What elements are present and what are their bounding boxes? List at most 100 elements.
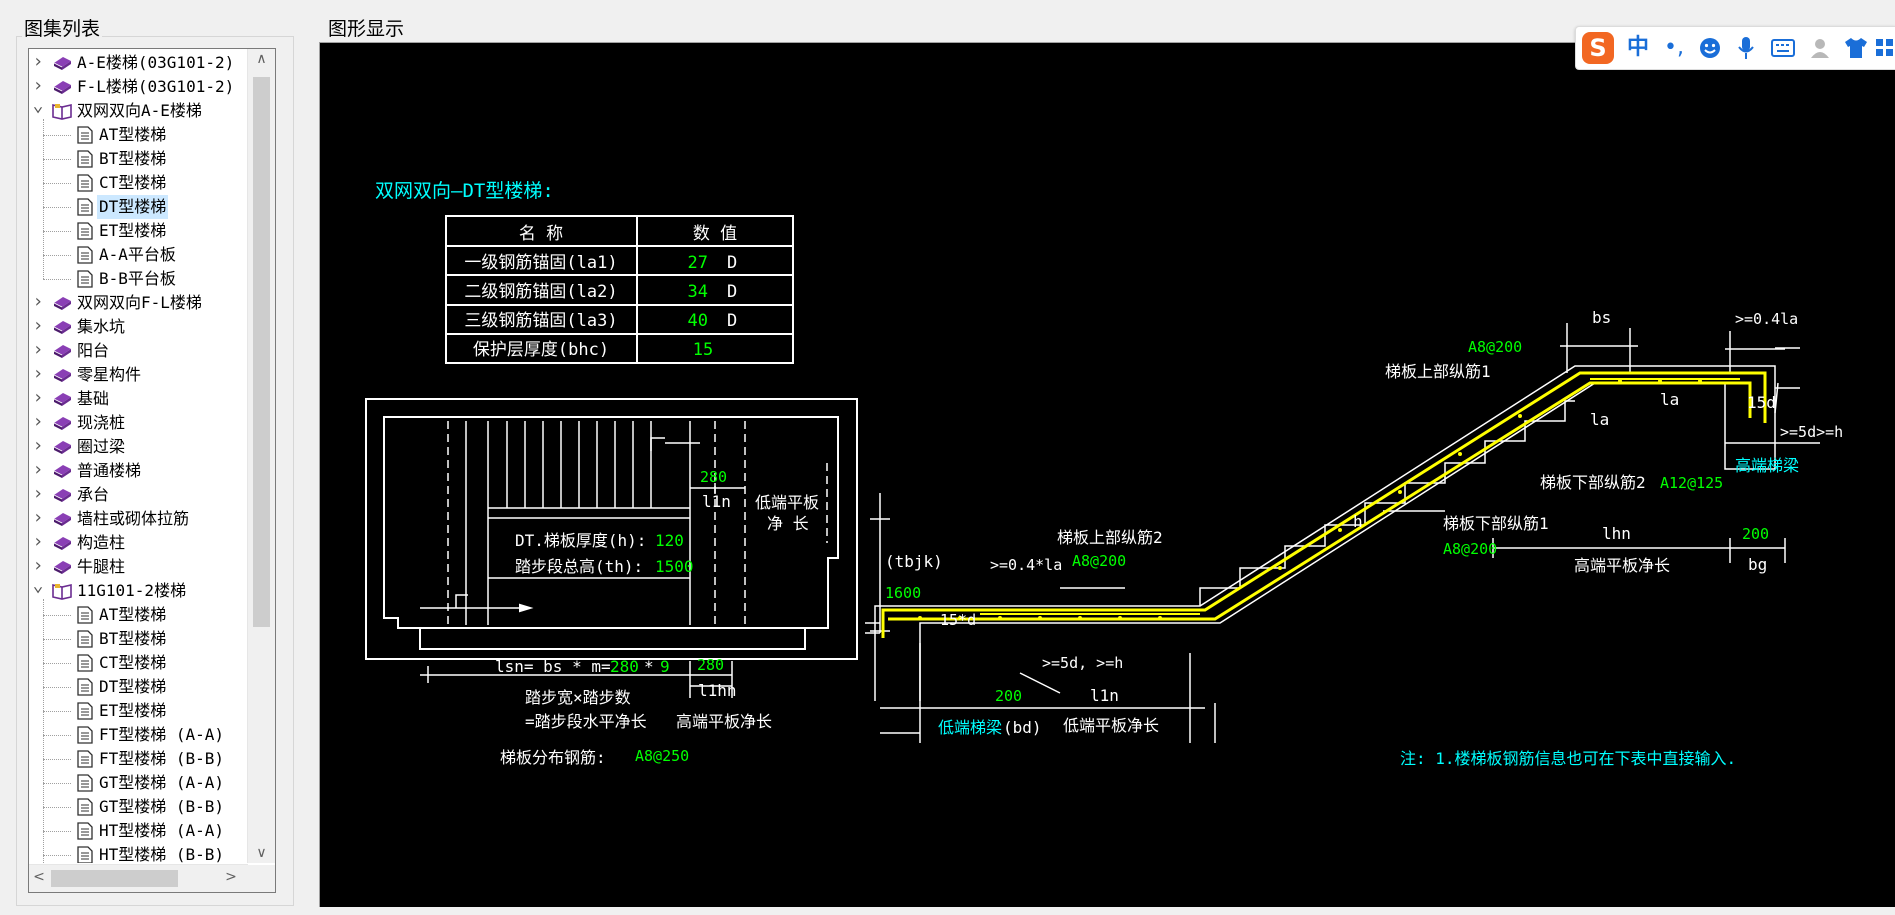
tree-node-folder[interactable]: ⌄双网双向A-E楼梯: [29, 95, 247, 123]
expand-chevron-icon[interactable]: ›: [32, 459, 44, 480]
tree-node-item[interactable]: A-A平台板: [29, 243, 247, 267]
tree-node-folder[interactable]: ›零星构件: [29, 363, 247, 387]
tree-node-item[interactable]: HT型楼梯 (A-A): [29, 819, 247, 843]
tree-horizontal-scrollbar[interactable]: < >: [29, 864, 248, 892]
tree-node-folder[interactable]: ›墙柱或砌体拉筋: [29, 507, 247, 531]
tree-vertical-scrollbar[interactable]: ∧ ∨: [247, 49, 275, 863]
input-language-toggle[interactable]: 中: [1626, 35, 1649, 60]
document-icon: [77, 678, 93, 703]
table-row-value[interactable]: 15: [693, 340, 713, 360]
tree-connector: [43, 687, 71, 688]
tree-node-item[interactable]: AT型楼梯: [29, 123, 247, 147]
plan-dim-280b: 280: [697, 656, 724, 674]
expand-chevron-icon[interactable]: ›: [32, 387, 44, 408]
user-account-icon[interactable]: [1802, 27, 1838, 69]
tree-node-item[interactable]: HT型楼梯 (B-B): [29, 843, 247, 863]
tree-node-item[interactable]: GT型楼梯 (A-A): [29, 771, 247, 795]
top-rebar-2-value[interactable]: A8@200: [1072, 552, 1126, 570]
tree-node-item[interactable]: ET型楼梯: [29, 699, 247, 723]
distribution-rebar-value[interactable]: A8@250: [635, 747, 689, 765]
tree-node-item[interactable]: DT型楼梯: [29, 675, 247, 699]
table-row-value[interactable]: 40: [688, 311, 708, 331]
tree-node-item[interactable]: CT型楼梯: [29, 171, 247, 195]
section-bg: bg: [1748, 555, 1767, 574]
tree-node-folder[interactable]: ›普通楼梯: [29, 459, 247, 483]
tree-node-item[interactable]: B-B平台板: [29, 267, 247, 291]
keyboard-icon[interactable]: [1764, 27, 1802, 69]
scrollbar-corner: [248, 865, 275, 892]
tree-node-folder[interactable]: ›基础: [29, 387, 247, 411]
skin-shirt-icon[interactable]: [1838, 27, 1874, 69]
expand-chevron-icon[interactable]: ›: [32, 435, 44, 456]
expand-chevron-icon[interactable]: ›: [32, 531, 44, 552]
plan-caption-1: 踏步宽×踏步数: [525, 688, 631, 707]
expand-chevron-icon[interactable]: ›: [32, 51, 44, 72]
tree-connector: [43, 711, 71, 712]
scroll-down-arrow-icon[interactable]: ∨: [256, 845, 267, 861]
thickness-value[interactable]: 120: [655, 531, 684, 550]
expand-chevron-icon[interactable]: ›: [32, 483, 44, 504]
tree-node-folder[interactable]: ›牛腿柱: [29, 555, 247, 579]
section-lhn: lhn: [1602, 524, 1631, 543]
expand-chevron-icon[interactable]: ›: [32, 507, 44, 528]
section-bd: (bd): [1003, 718, 1042, 737]
tree-node-folder[interactable]: › 现浇桩: [29, 411, 247, 435]
tree-node-folder[interactable]: ›集水坑: [29, 315, 247, 339]
table-row-unit: D: [727, 311, 737, 331]
expand-chevron-icon[interactable]: ›: [32, 315, 44, 336]
tree-node-folder[interactable]: ›圈过梁: [29, 435, 247, 459]
emoji-icon[interactable]: [1692, 27, 1728, 69]
scroll-left-arrow-icon[interactable]: <: [33, 869, 45, 885]
scroll-right-arrow-icon[interactable]: >: [225, 869, 237, 885]
tree-node-folder[interactable]: ⌄11G101-2楼梯: [29, 575, 247, 603]
tree-node-item[interactable]: GT型楼梯 (B-B): [29, 795, 247, 819]
expand-chevron-icon[interactable]: ›: [32, 339, 44, 360]
table-row-value[interactable]: 34: [688, 282, 708, 302]
tree-node-item[interactable]: FT型楼梯 (B-B): [29, 747, 247, 771]
tree-node-item[interactable]: BT型楼梯: [29, 627, 247, 651]
plan-width-value[interactable]: 1600: [885, 584, 921, 602]
tree-node-item[interactable]: DT型楼梯: [29, 195, 247, 219]
tree-node-item[interactable]: FT型楼梯 (A-A): [29, 723, 247, 747]
expand-chevron-icon[interactable]: ›: [32, 555, 44, 576]
tree-node-item[interactable]: CT型楼梯: [29, 651, 247, 675]
section-200-left[interactable]: 200: [995, 687, 1022, 705]
punctuation-toggle[interactable]: •,: [1664, 35, 1684, 60]
expand-chevron-icon[interactable]: ›: [32, 75, 44, 96]
atlas-tree[interactable]: ›A-E楼梯(03G101-2)›F-L楼梯(03G101-2)⌄双网双向A-E…: [28, 48, 276, 893]
tree-node-folder[interactable]: ›双网双向F-L楼梯: [29, 291, 247, 315]
sogou-logo-icon[interactable]: S: [1576, 27, 1620, 69]
toolbox-grid-icon[interactable]: [1874, 27, 1895, 69]
expand-chevron-icon[interactable]: ›: [32, 363, 44, 384]
tree-node-item[interactable]: BT型楼梯: [29, 147, 247, 171]
book-icon: [51, 390, 73, 415]
book-icon: [51, 78, 73, 103]
tree-node-item[interactable]: ET型楼梯: [29, 219, 247, 243]
bottom-rebar-1-value[interactable]: A8@200: [1443, 540, 1497, 558]
lsn-m: 9: [660, 657, 670, 676]
tree-node-folder[interactable]: ›构造柱: [29, 531, 247, 555]
tree-node-label: 现浇桩: [77, 413, 126, 432]
table-row-value[interactable]: 27: [688, 253, 708, 273]
document-icon: [77, 774, 93, 799]
tree-node-folder[interactable]: ›承台: [29, 483, 247, 507]
drawing-canvas[interactable]: 双网双向—DT型楼梯: 名 称 数 值 一级钢筋锚固(la1) 27 D 二级钢…: [319, 42, 1895, 907]
height-value[interactable]: 1500: [655, 557, 694, 576]
tree-node-folder[interactable]: ›A-E楼梯(03G101-2): [29, 51, 247, 75]
tree-node-folder[interactable]: ›F-L楼梯(03G101-2): [29, 75, 247, 99]
microphone-icon[interactable]: [1728, 27, 1764, 69]
horizontal-scroll-thumb[interactable]: [51, 870, 178, 887]
bottom-rebar-2-value[interactable]: A12@125: [1660, 474, 1723, 492]
expand-chevron-icon[interactable]: ›: [32, 411, 44, 432]
document-icon: [77, 606, 93, 631]
tree-node-item[interactable]: AT型楼梯: [29, 603, 247, 627]
scroll-up-arrow-icon[interactable]: ∧: [256, 51, 267, 67]
vertical-scroll-thumb[interactable]: [253, 77, 270, 627]
document-icon: [77, 846, 93, 863]
expand-chevron-icon[interactable]: ›: [32, 291, 44, 312]
tree-node-folder[interactable]: ›阳台: [29, 339, 247, 363]
tree-connector: [43, 207, 71, 208]
collapse-chevron-icon[interactable]: ⌄: [32, 95, 44, 116]
section-200-right[interactable]: 200: [1742, 525, 1769, 543]
collapse-chevron-icon[interactable]: ⌄: [32, 575, 44, 596]
